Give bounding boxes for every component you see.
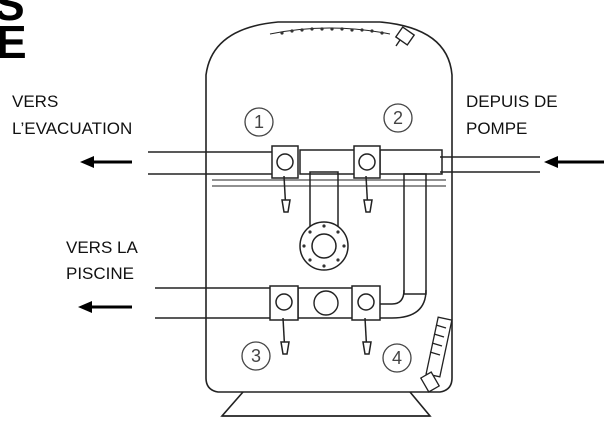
heading-fragment-1: S bbox=[0, 0, 25, 30]
valve-label-2: 2 bbox=[393, 108, 403, 128]
label-evacuation-line2: L’EVACUATION bbox=[12, 119, 133, 138]
filter-tank bbox=[205, 21, 453, 393]
valve-1 bbox=[271, 145, 299, 213]
lid-rivets bbox=[280, 27, 384, 35]
pressure-gauge bbox=[419, 316, 453, 393]
heading-fragment-2: E bbox=[0, 16, 27, 68]
valve-label-3: 3 bbox=[251, 346, 261, 366]
label-evacuation-line1: VERS bbox=[12, 92, 59, 111]
valve-number-4 bbox=[382, 343, 412, 373]
valve-label-1: 1 bbox=[254, 112, 264, 132]
valve-4 bbox=[351, 285, 381, 355]
air-release-valve bbox=[394, 26, 416, 47]
label-pump-line1: DEPUIS DE bbox=[466, 92, 558, 111]
valve-number-3 bbox=[241, 341, 271, 371]
filter-base bbox=[220, 391, 432, 417]
valve-2 bbox=[353, 145, 381, 213]
label-pump-line2: POMPE bbox=[466, 119, 528, 138]
label-pool-line2: PISCINE bbox=[66, 264, 135, 283]
valve-label-4: 4 bbox=[392, 348, 402, 368]
valve-number-2 bbox=[383, 103, 413, 133]
drain-flange bbox=[299, 221, 349, 271]
label-pool-line1: VERS LA bbox=[66, 238, 138, 257]
valve-3 bbox=[269, 285, 299, 355]
valve-number-1 bbox=[244, 107, 274, 137]
